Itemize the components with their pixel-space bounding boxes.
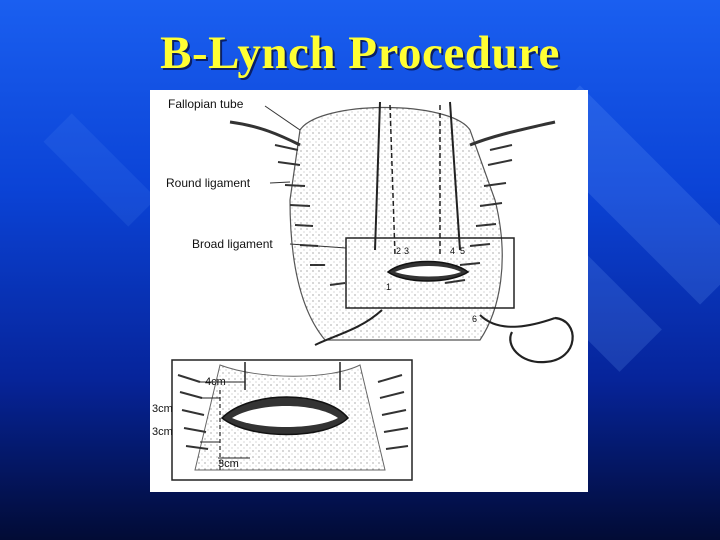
procedure-diagram: 2 3 4 5 1 6 Fallopian tube Round ligamen… (150, 90, 588, 492)
label-fallopian-tube: Fallopian tube (168, 97, 244, 111)
suture-point-2: 2 (396, 246, 401, 256)
uterus-illustration (229, 101, 574, 364)
background-stripe (43, 113, 157, 227)
suture-point-3: 3 (404, 246, 409, 256)
suture-point-5: 5 (460, 246, 465, 256)
slide-title: B-Lynch Procedure (160, 27, 560, 79)
measurement-4cm: 4cm (205, 376, 226, 388)
measurement-3cm-bottom: 3cm (218, 458, 239, 470)
incision-inset (171, 359, 413, 481)
suture-point-1: 1 (386, 282, 391, 292)
measurement-3cm-lower: 3cm (152, 426, 173, 438)
suture-point-6: 6 (472, 314, 477, 324)
measurement-3cm-upper: 3cm (152, 403, 173, 415)
label-round-ligament: Round ligament (166, 176, 251, 190)
suture-point-4: 4 (450, 246, 455, 256)
label-broad-ligament: Broad ligament (192, 237, 273, 251)
